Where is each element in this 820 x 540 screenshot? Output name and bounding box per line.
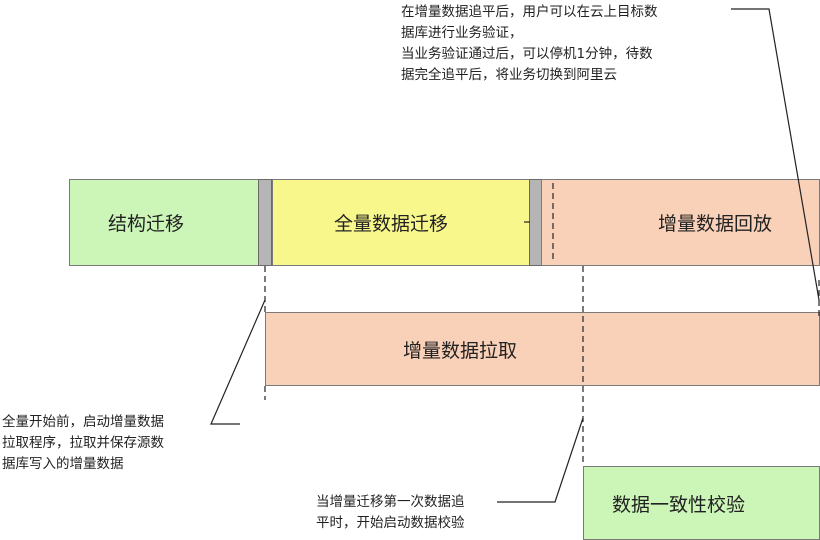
- schema-migration-label: 结构迁移: [108, 213, 185, 235]
- note-line: 据库写入的增量数据: [2, 456, 124, 472]
- note-line: 据完全追平后，将业务切换到阿里云: [401, 67, 617, 83]
- consistency-check-label: 数据一致性校验: [612, 493, 746, 516]
- note-line: 全量开始前，启动增量数据: [2, 414, 164, 430]
- incremental-replay-label: 增量数据回放: [658, 213, 773, 235]
- note-line: 当业务验证通过后，可以停机1分钟，待数: [401, 46, 653, 62]
- callout-top-right: [731, 8, 820, 301]
- full-migration-box: 全量数据迁移: [272, 179, 530, 266]
- note-line: 拉取程序，拉取并保存源数: [2, 435, 164, 451]
- note-line: 在增量数据追平后，用户可以在云上目标数: [401, 4, 658, 20]
- callout-bottom-middle: [497, 417, 584, 503]
- divider-block-1: [258, 179, 272, 266]
- callout-bottom-left: [210, 299, 266, 425]
- consistency-check-box: 数据一致性校验: [583, 466, 820, 540]
- note-business-switch: 在增量数据追平后，用户可以在云上目标数 据库进行业务验证， 当业务验证通过后，可…: [401, 2, 658, 86]
- incremental-pull-label: 增量数据拉取: [403, 339, 518, 362]
- note-line: 据库进行业务验证，: [401, 25, 523, 41]
- note-line: 当增量迁移第一次数据追: [316, 494, 465, 510]
- incremental-pull-box: 增量数据拉取: [265, 312, 820, 386]
- note-incremental-pull-start: 全量开始前，启动增量数据 拉取程序，拉取并保存源数 据库写入的增量数据: [2, 412, 164, 475]
- full-migration-label: 全量数据迁移: [333, 213, 448, 235]
- note-consistency-check-start: 当增量迁移第一次数据追 平时，开始启动数据校验: [316, 492, 465, 534]
- note-line: 平时，开始启动数据校验: [316, 515, 465, 531]
- incremental-replay-box: 增量数据回放: [541, 179, 820, 266]
